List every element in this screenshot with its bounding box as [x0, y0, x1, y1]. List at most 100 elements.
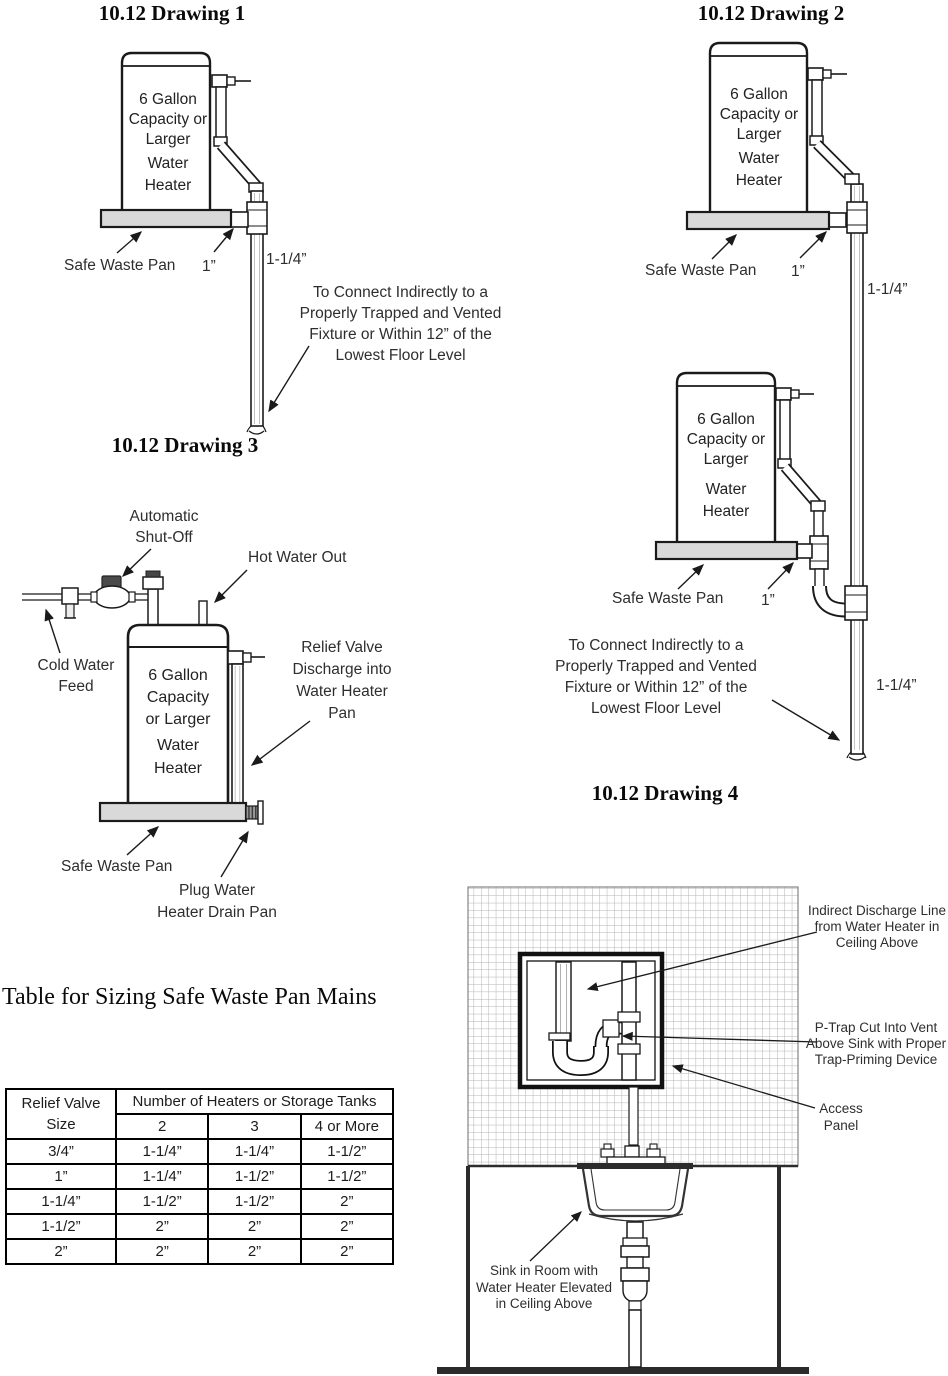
- arrow: [213, 227, 234, 253]
- safe-waste-pan-label: Safe Waste Pan: [61, 858, 173, 875]
- tank-text: Heater: [144, 177, 192, 194]
- ptrap-label: P-Trap Cut Into Vent Above Sink with Pro…: [805, 1020, 947, 1067]
- sink-icon: [581, 1168, 690, 1222]
- table-subheader: 2: [114, 1113, 210, 1140]
- pan-outlet-fitting: [229, 211, 249, 228]
- pan-outlet-fitting: [828, 212, 847, 228]
- water-heater-tank: [126, 623, 230, 807]
- drawing2-artwork: [654, 41, 868, 761]
- table-header-span: Number of Heaters or Storage Tanks: [115, 1088, 394, 1115]
- drawing4-title: 10.12 Drawing 4: [591, 781, 739, 805]
- size-1-14in-label: 1-1/4”: [266, 251, 307, 268]
- tank-text: or Larger: [145, 711, 211, 728]
- arrow: [677, 564, 705, 590]
- drawing4-artwork: [437, 886, 818, 1374]
- arrow: [767, 561, 794, 590]
- table-row: 1-1/2”2”2”2”: [5, 1213, 395, 1240]
- table-row: 1”1-1/4”1-1/2”1-1/2”: [5, 1163, 395, 1190]
- water-heater-tank: [120, 51, 212, 213]
- faucet-icon: [600, 1143, 666, 1165]
- arrow: [268, 345, 310, 413]
- safe-waste-pan: [99, 208, 233, 229]
- sink-in-room-label: Sink in Room with Water Heater Elevated …: [476, 1263, 613, 1311]
- arrow: [529, 1211, 582, 1262]
- arrow: [126, 826, 160, 856]
- tank-text: 6 Gallon: [697, 411, 755, 428]
- tank-text: 6 Gallon: [148, 667, 208, 684]
- table-row: 2”2”2”2”: [5, 1238, 395, 1265]
- table-subheader: 4 or More: [299, 1113, 395, 1140]
- tank-text: Larger: [703, 451, 749, 468]
- arrow: [671, 1064, 816, 1109]
- p-trap-icon: [548, 1019, 626, 1077]
- tank-text: Heater: [702, 503, 750, 520]
- arrow: [621, 1031, 818, 1043]
- arrow: [586, 931, 818, 992]
- table-title: Table for Sizing Safe Waste Pan Mains: [2, 984, 377, 1010]
- size-1in-label: 1”: [202, 258, 216, 275]
- hot-water-pipe: [198, 600, 208, 626]
- access-panel-label: Access Panel: [819, 1101, 863, 1133]
- drawing1-artwork: [99, 51, 310, 435]
- relief-valve-icon: [227, 650, 265, 665]
- safe-waste-pan-label: Safe Waste Pan: [612, 590, 724, 607]
- automatic-shutoff-icon: [90, 575, 136, 609]
- arrow: [771, 699, 841, 741]
- size-1-14in-label: 1-1/4”: [876, 677, 917, 694]
- arrow: [121, 548, 152, 577]
- arrow: [799, 231, 827, 259]
- drain-plug-icon: [245, 800, 264, 825]
- connect-note: To Connect Indirectly to a Properly Trap…: [555, 637, 757, 717]
- connect-note: To Connect Indirectly to a Properly Trap…: [299, 284, 502, 364]
- tank-text: Capacity or: [686, 431, 766, 448]
- safe-waste-pan-label: Safe Waste Pan: [645, 262, 757, 279]
- table-header-relief-valve-size: Relief Valve Size: [5, 1088, 117, 1140]
- safe-waste-pan: [654, 540, 799, 561]
- water-heater-tank: [708, 41, 809, 215]
- tank-text: Capacity or: [719, 106, 799, 123]
- plug-drain-label: Plug Water Heater Drain Pan: [157, 882, 277, 921]
- floor-line: [437, 1367, 809, 1374]
- arrow: [214, 569, 248, 603]
- safe-waste-pan: [98, 801, 248, 823]
- size-1in-label: 1”: [761, 592, 775, 609]
- tank-text: Larger: [736, 126, 782, 143]
- size-1-14in-label: 1-1/4”: [867, 281, 908, 298]
- drawing2-title: 10.12 Drawing 2: [697, 1, 845, 25]
- arrow: [220, 830, 249, 878]
- tank-text: Water: [156, 737, 200, 754]
- tank-text: Capacity: [146, 689, 210, 706]
- drawing3-title: 10.12 Drawing 3: [111, 433, 259, 457]
- pan-outlet-fitting: [796, 543, 813, 559]
- inlet-valve-icon: [142, 570, 164, 626]
- relief-valve-icon: [775, 387, 814, 401]
- arrow: [116, 231, 143, 254]
- drawing1-title: 10.12 Drawing 1: [98, 1, 246, 25]
- tank-text: Water: [705, 481, 747, 498]
- tank-text: Heater: [735, 172, 783, 189]
- table-row: 1-1/4”1-1/2”1-1/2”2”: [5, 1188, 395, 1215]
- drain-pipe-icon: [620, 1221, 650, 1368]
- tank-text: Capacity or: [128, 111, 208, 128]
- tank-text: Water: [738, 150, 780, 167]
- cold-water-feed-label: Cold Water Feed: [37, 657, 115, 695]
- water-heater-tank: [675, 371, 777, 545]
- tank-text: Heater: [153, 760, 203, 777]
- sizing-table: Relief Valve Size Number of Heaters or S…: [5, 1088, 395, 1265]
- arrow: [250, 720, 311, 766]
- hot-water-out-label: Hot Water Out: [248, 549, 347, 566]
- automatic-shutoff-label: Automatic Shut-Off: [129, 508, 199, 546]
- tank-text: Larger: [145, 131, 191, 148]
- drawing3-artwork: [22, 548, 311, 878]
- relief-valve-icon: [807, 67, 847, 81]
- safe-waste-pan: [685, 210, 831, 231]
- table-row: 3/4”1-1/4”1-1/4”1-1/2”: [5, 1138, 395, 1165]
- table-subheader: 3: [207, 1113, 302, 1140]
- valve-icon: [61, 587, 79, 619]
- relief-discharge-label: Relief Valve Discharge into Water Heater…: [292, 639, 392, 722]
- arrow: [44, 608, 61, 654]
- indirect-discharge-label: Indirect Discharge Line from Water Heate…: [807, 903, 947, 950]
- tank-text: 6 Gallon: [730, 86, 788, 103]
- arrow: [711, 234, 737, 260]
